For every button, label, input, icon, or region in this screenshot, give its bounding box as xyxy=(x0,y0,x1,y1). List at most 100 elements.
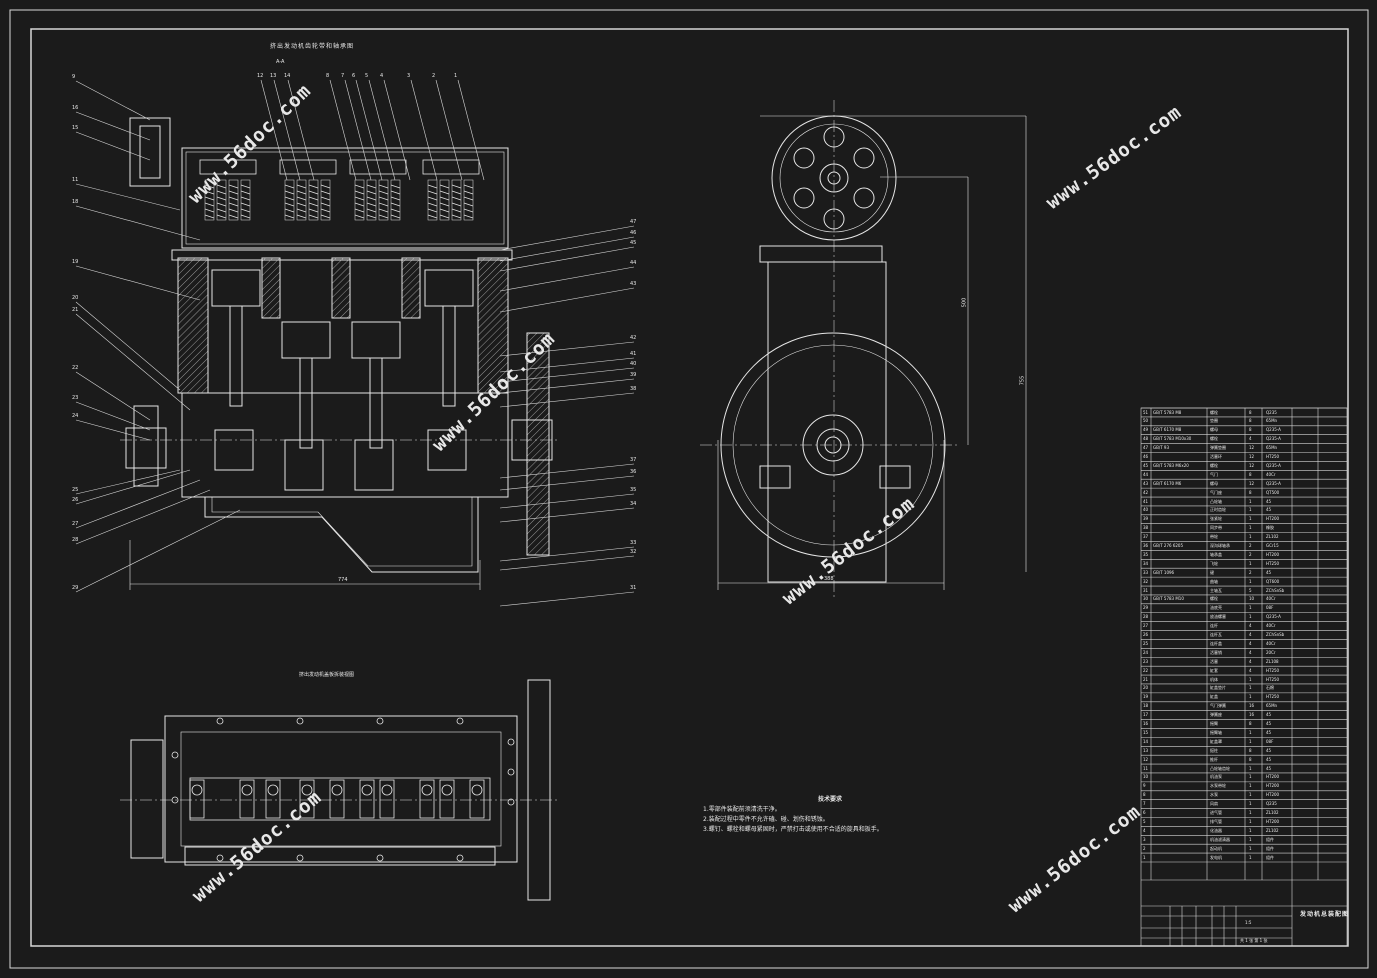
bom-cell: 23 xyxy=(1143,658,1149,664)
part-label: 37 xyxy=(630,457,637,463)
bom-cell: 机油泵 xyxy=(1210,774,1222,780)
part-label: 3 xyxy=(407,73,411,79)
bom-cell: 螺栓 xyxy=(1210,409,1218,415)
valve-spring xyxy=(378,179,389,221)
part-label: 40 xyxy=(630,361,637,367)
valve-spring xyxy=(390,179,401,221)
bom-cell: ZChSnSb xyxy=(1266,632,1285,638)
valve-spring xyxy=(427,179,438,221)
bom-cell: 35 xyxy=(1143,551,1149,557)
bom-cell: 2 xyxy=(1249,543,1252,549)
bom-cell: 45 xyxy=(1266,498,1272,504)
bom-cell: 25 xyxy=(1143,640,1149,646)
bom-cell: 正时齿轮 xyxy=(1210,507,1226,513)
bom-cell: 34 xyxy=(1143,560,1149,566)
bom-cell: 45 xyxy=(1266,721,1272,727)
inner-border xyxy=(30,28,1349,947)
bom-cell: 摇臂轴 xyxy=(1210,729,1222,735)
bom-cell: 轴承盖 xyxy=(1210,551,1222,557)
bom-cell: 12 xyxy=(1249,454,1255,459)
bom-cell: HT250 xyxy=(1266,676,1280,682)
part-label: 5 xyxy=(365,73,369,79)
leader-lines xyxy=(75,79,635,607)
section-label: A-A xyxy=(276,59,285,65)
bom-cell: 12 xyxy=(1249,462,1255,468)
bom-cell: 4 xyxy=(1143,827,1146,833)
bom-cell: 1 xyxy=(1249,694,1252,700)
bom-table xyxy=(1140,407,1348,947)
bom-cell: ZL102 xyxy=(1266,534,1279,540)
bom-cell: 49 xyxy=(1143,427,1149,433)
bom-cell: 40Cr xyxy=(1266,471,1276,477)
part-label: 44 xyxy=(630,260,637,266)
bom-cell: 连杆 xyxy=(1210,623,1218,629)
bom-cell: 5 xyxy=(1249,587,1252,593)
part-label: 36 xyxy=(630,469,637,475)
bom-cell: 8 xyxy=(1143,792,1146,798)
bom-cell: 弹簧座 xyxy=(1210,712,1222,718)
bom-cell: 38 xyxy=(1143,525,1149,531)
side-view xyxy=(700,100,1027,600)
bom-cell: 40Cr xyxy=(1266,596,1276,602)
bom-cell: 1 xyxy=(1249,729,1252,735)
bom-cell: 9 xyxy=(1143,783,1146,789)
bom-cell: GB/T 6170 M8 xyxy=(1153,427,1182,433)
bom-cell: 缸套 xyxy=(1210,667,1218,673)
bom-cell: GB/T 6170 M6 xyxy=(1153,480,1182,486)
part-label: 13 xyxy=(270,73,277,79)
bom-cell: 45 xyxy=(1266,729,1272,735)
part-label: 23 xyxy=(72,395,79,401)
bom-cell: 24 xyxy=(1143,649,1149,655)
part-label: 20 xyxy=(72,295,79,301)
main-section-view xyxy=(120,117,560,590)
bom-cell: 弹簧垫圈 xyxy=(1210,445,1226,451)
bom-cell: 橡胶 xyxy=(1266,525,1274,531)
bom-cell: 摇臂 xyxy=(1210,721,1218,727)
bom-cell: 主轴瓦 xyxy=(1210,587,1222,593)
bom-cell: 组件 xyxy=(1266,845,1274,851)
bom-cell: 12 xyxy=(1249,480,1255,486)
bom-cell: GB/T 5783 M10 xyxy=(1153,596,1184,602)
bom-cell: 08F xyxy=(1266,738,1274,744)
bom-cell: 11 xyxy=(1143,765,1149,771)
bottom-view-bolts xyxy=(171,717,515,862)
bom-cell: 29 xyxy=(1143,605,1149,611)
part-label: 41 xyxy=(630,351,637,357)
bom-cell: 45 xyxy=(1143,462,1149,468)
bom-cell: 1 xyxy=(1249,578,1252,584)
part-label: 32 xyxy=(630,549,637,555)
bom-cell: 排气管 xyxy=(1210,818,1222,824)
bom-cell: 65Mn xyxy=(1266,418,1278,424)
part-label: 33 xyxy=(630,540,637,546)
bom-cell: 1 xyxy=(1249,534,1252,540)
bom-cell: 1 xyxy=(1249,507,1252,513)
bom-cell: 1 xyxy=(1249,560,1252,566)
bom-cell: 1 xyxy=(1249,676,1252,682)
bom-cell: 飞轮 xyxy=(1210,560,1218,566)
part-label: 46 xyxy=(630,230,637,236)
bom-cell: 18 xyxy=(1143,703,1149,709)
bom-cell: 1 xyxy=(1249,836,1252,842)
bom-cell: 8 xyxy=(1249,489,1252,495)
bom-cell: 3 xyxy=(1143,836,1146,842)
bom-cell: 42 xyxy=(1143,489,1149,495)
bom-cell: 放油螺塞 xyxy=(1210,614,1226,620)
part-label: 47 xyxy=(630,219,637,225)
bom-cell: HT250 xyxy=(1266,454,1280,459)
bottom-view xyxy=(120,679,560,901)
bom-cell: GCr15 xyxy=(1266,543,1279,549)
bom-cell: QT600 xyxy=(1266,578,1280,584)
bom-cell: 4 xyxy=(1249,640,1252,646)
bom-cell: 1 xyxy=(1249,810,1252,816)
bom-cell: 20 xyxy=(1143,685,1149,691)
part-label: 9 xyxy=(72,74,76,80)
sheet-text: 共 1 张 第 1 张 xyxy=(1240,938,1268,943)
valve-spring xyxy=(463,179,474,221)
part-label: 38 xyxy=(630,386,637,392)
bom-cell: HT200 xyxy=(1266,818,1280,824)
valve-spring xyxy=(296,179,307,221)
bom-cell: 16 xyxy=(1143,721,1149,727)
bom-cell: 1 xyxy=(1249,685,1252,691)
bom-cell: ZL102 xyxy=(1266,810,1279,816)
